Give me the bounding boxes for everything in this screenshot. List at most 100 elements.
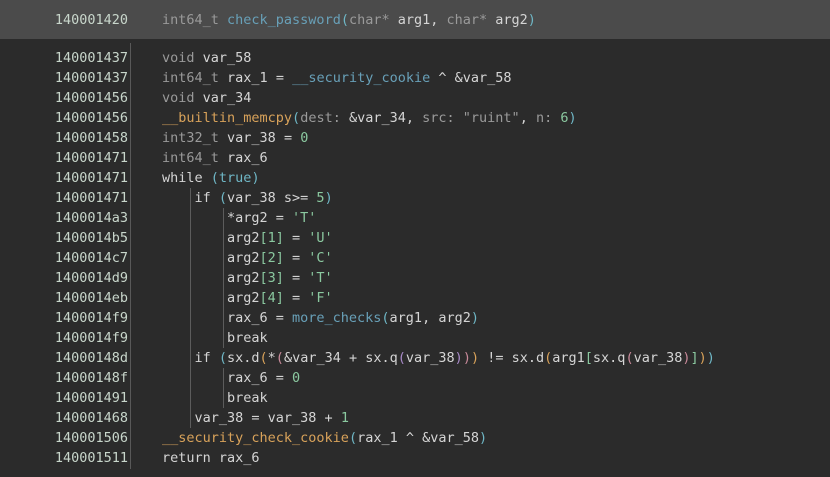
code-token[interactable]: var_38 xyxy=(227,190,276,206)
line-code[interactable]: rax_6 = more_checks(arg1, arg2) xyxy=(162,308,479,328)
code-token[interactable]: check_password xyxy=(227,11,341,28)
code-token[interactable]: ^ xyxy=(430,70,455,86)
line-code[interactable]: break xyxy=(162,388,268,408)
code-token[interactable]: arg2 xyxy=(226,230,260,246)
line-address[interactable]: 140001437 xyxy=(54,50,128,66)
line-code[interactable]: return rax_6 xyxy=(162,448,260,468)
code-token[interactable]: break xyxy=(226,390,268,406)
code-token[interactable]: ( xyxy=(340,11,349,28)
line-address[interactable]: 1400014d9 xyxy=(54,270,128,286)
code-token[interactable]: = xyxy=(275,70,293,86)
line-code[interactable]: arg2[3] = 'T' xyxy=(162,268,333,288)
code-token[interactable]: dest: xyxy=(300,110,349,126)
code-token[interactable]: ) xyxy=(698,350,707,366)
code-token[interactable]: 4 xyxy=(267,290,276,306)
code-token[interactable]: sx.q xyxy=(365,350,398,366)
code-token[interactable]: ( xyxy=(397,350,406,366)
line-code[interactable]: var_38 = var_38 + 1 xyxy=(162,408,349,428)
code-token[interactable]: = xyxy=(251,410,268,426)
code-token[interactable]: void xyxy=(162,90,195,106)
code-token[interactable]: &var_58 xyxy=(454,70,512,86)
code-token[interactable]: var_58 xyxy=(194,50,252,66)
code-token[interactable]: &var_58 xyxy=(422,430,480,446)
line-address[interactable]: 1400014b5 xyxy=(54,230,128,246)
line-address[interactable]: 140001458 xyxy=(54,130,128,146)
code-token[interactable]: 'C' xyxy=(308,250,333,266)
code-line[interactable]: 140001491 break xyxy=(0,388,830,408)
code-token[interactable]: rax_6 xyxy=(226,370,276,386)
line-address[interactable]: 140001468 xyxy=(54,410,128,426)
line-address[interactable]: 140001471 xyxy=(54,190,128,206)
code-token[interactable]: ( xyxy=(275,350,284,366)
code-token[interactable]: void xyxy=(162,50,195,66)
code-token[interactable]: if xyxy=(194,190,219,206)
code-line[interactable]: 140001506__security_check_cookie(rax_1 ^… xyxy=(0,428,830,448)
code-token[interactable]: __security_check_cookie xyxy=(162,430,349,446)
code-token[interactable]: = xyxy=(283,230,309,246)
code-token[interactable]: ) xyxy=(454,350,463,366)
code-token[interactable]: arg2 xyxy=(487,11,528,28)
line-address[interactable]: 1400014a3 xyxy=(54,210,128,226)
line-code[interactable]: if (sx.d(*(&var_34 + sx.q(var_38))) != s… xyxy=(162,348,714,368)
code-token[interactable]: = xyxy=(275,310,292,326)
code-token[interactable]: arg1 xyxy=(389,310,423,326)
code-token[interactable]: 'T' xyxy=(292,210,317,226)
code-line[interactable]: 140001456__builtin_memcpy(dest: &var_34,… xyxy=(0,108,830,128)
code-token[interactable]: sx.d xyxy=(227,350,260,366)
code-token[interactable]: *arg2 xyxy=(226,210,276,226)
line-address[interactable]: 140001456 xyxy=(54,110,128,126)
code-token[interactable]: arg2 xyxy=(226,250,260,266)
code-token[interactable]: rax_6 xyxy=(226,310,276,326)
code-token[interactable]: = xyxy=(283,270,309,286)
code-token[interactable]: if xyxy=(194,350,219,366)
code-token[interactable]: = xyxy=(283,250,309,266)
code-token[interactable]: 1 xyxy=(340,410,349,426)
code-token[interactable]: char* xyxy=(446,11,488,28)
line-address[interactable]: 140001491 xyxy=(54,390,128,406)
line-code[interactable]: arg2[4] = 'F' xyxy=(162,288,333,308)
code-token[interactable]: ) xyxy=(470,350,480,366)
code-token[interactable]: ( xyxy=(218,350,227,366)
code-token[interactable]: true xyxy=(218,170,252,186)
code-line[interactable]: 1400014c7 arg2[2] = 'C' xyxy=(0,248,830,268)
line-address[interactable]: 1400014eb xyxy=(54,290,128,306)
code-token[interactable]: != xyxy=(479,350,512,366)
code-token[interactable]: ] xyxy=(275,230,284,246)
line-address[interactable]: 1400014f9 xyxy=(54,310,128,326)
line-address[interactable]: 140001471 xyxy=(54,170,128,186)
code-token[interactable]: while xyxy=(162,170,211,186)
code-token[interactable]: ( xyxy=(210,170,219,186)
code-line[interactable]: 140001471 while (true) xyxy=(0,168,830,188)
code-token[interactable]: ] xyxy=(275,250,284,266)
code-token[interactable]: int32_t xyxy=(162,130,219,146)
code-token[interactable]: rax_1 xyxy=(218,70,276,86)
code-token[interactable]: ( xyxy=(218,190,227,206)
code-token[interactable]: + xyxy=(316,410,341,426)
code-token[interactable]: ( xyxy=(348,430,358,446)
code-token[interactable]: 'T' xyxy=(308,270,333,286)
code-line[interactable]: 1400014a3*arg2 = 'T' xyxy=(0,208,830,228)
code-token[interactable]: ( xyxy=(544,350,553,366)
code-line[interactable]: 140001468 var_38 = var_38 + 1 xyxy=(0,408,830,428)
code-token[interactable]: s>= xyxy=(275,190,317,206)
line-address[interactable]: 1400014c7 xyxy=(54,250,128,266)
code-token[interactable]: [ xyxy=(259,270,268,286)
code-token[interactable]: &var_34 xyxy=(283,350,341,366)
code-token[interactable]: ) xyxy=(251,170,260,186)
line-code[interactable]: break xyxy=(162,328,268,348)
code-token[interactable]: 1 xyxy=(267,230,276,246)
code-token[interactable]: ] xyxy=(275,290,284,306)
code-token[interactable]: ) xyxy=(479,430,488,446)
code-token[interactable]: * xyxy=(267,350,276,366)
code-token[interactable]: , xyxy=(422,310,439,326)
line-code[interactable]: arg2[2] = 'C' xyxy=(162,248,333,268)
line-code[interactable]: void var_34 xyxy=(162,88,251,108)
code-line[interactable]: 1400014d9 arg2[3] = 'T' xyxy=(0,268,830,288)
code-line[interactable]: 1400014f9 rax_6 = more_checks(arg1, arg2) xyxy=(0,308,830,328)
code-line[interactable]: 140001437 void var_58 xyxy=(0,48,830,68)
